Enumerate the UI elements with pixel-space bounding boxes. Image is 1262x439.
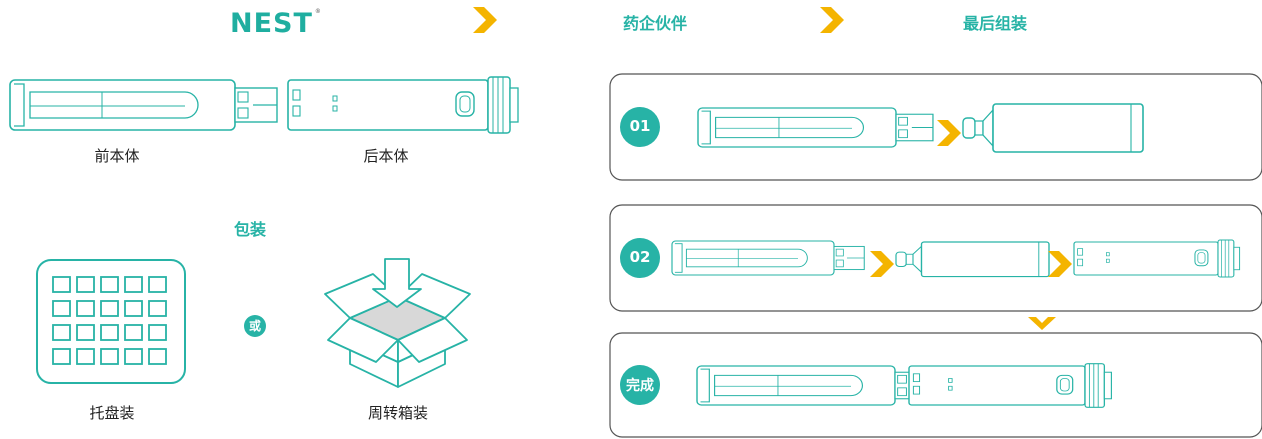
flow-arrow-2 [820, 7, 844, 33]
tray-label: 托盘装 [89, 404, 135, 422]
tray-cell [100, 348, 119, 365]
tray-cell [100, 276, 119, 293]
or-badge: 或 [244, 315, 266, 337]
tray-cell [52, 276, 71, 293]
flow-arrow-1 [473, 7, 497, 33]
or-label: 或 [248, 319, 261, 333]
tray-cell [124, 276, 143, 293]
rear-body-label: 后本体 [363, 147, 409, 165]
step-panel-complete [609, 332, 1262, 438]
tray-cell [76, 276, 95, 293]
step-assembly-title: 最后组装 [962, 14, 1028, 33]
tray-cell [124, 324, 143, 341]
down-arrow [1028, 317, 1056, 330]
step-badge-01: 01 [629, 117, 651, 135]
tray-cell [124, 300, 143, 317]
tray-icon [36, 259, 186, 384]
tray-cell [148, 324, 167, 341]
tray-cell [148, 348, 167, 365]
tray-cell [52, 300, 71, 317]
tray-cell [52, 348, 71, 365]
rear-body-drawing [287, 76, 519, 134]
tray-cell [148, 276, 167, 293]
packaging-title: 包装 [233, 220, 267, 239]
tray-cell [124, 348, 143, 365]
tray-cell [100, 324, 119, 341]
nest-logo: NEST® [230, 8, 322, 39]
box-icon [324, 258, 471, 388]
step-partner-title: 药企伙伴 [622, 14, 688, 33]
box-label: 周转箱装 [367, 404, 429, 422]
tray-cell [148, 300, 167, 317]
step-panel-02 [609, 204, 1262, 312]
front-body-label: 前本体 [94, 147, 140, 165]
step-panel-01 [609, 73, 1262, 181]
tray-cell [52, 324, 71, 341]
step-badge-complete: 完成 [626, 378, 654, 394]
step-badge-02: 02 [629, 248, 651, 266]
tray-cell [76, 300, 95, 317]
tray-cell [76, 324, 95, 341]
tray-cell [100, 300, 119, 317]
tray-cell [76, 348, 95, 365]
front-body-drawing [9, 79, 278, 131]
